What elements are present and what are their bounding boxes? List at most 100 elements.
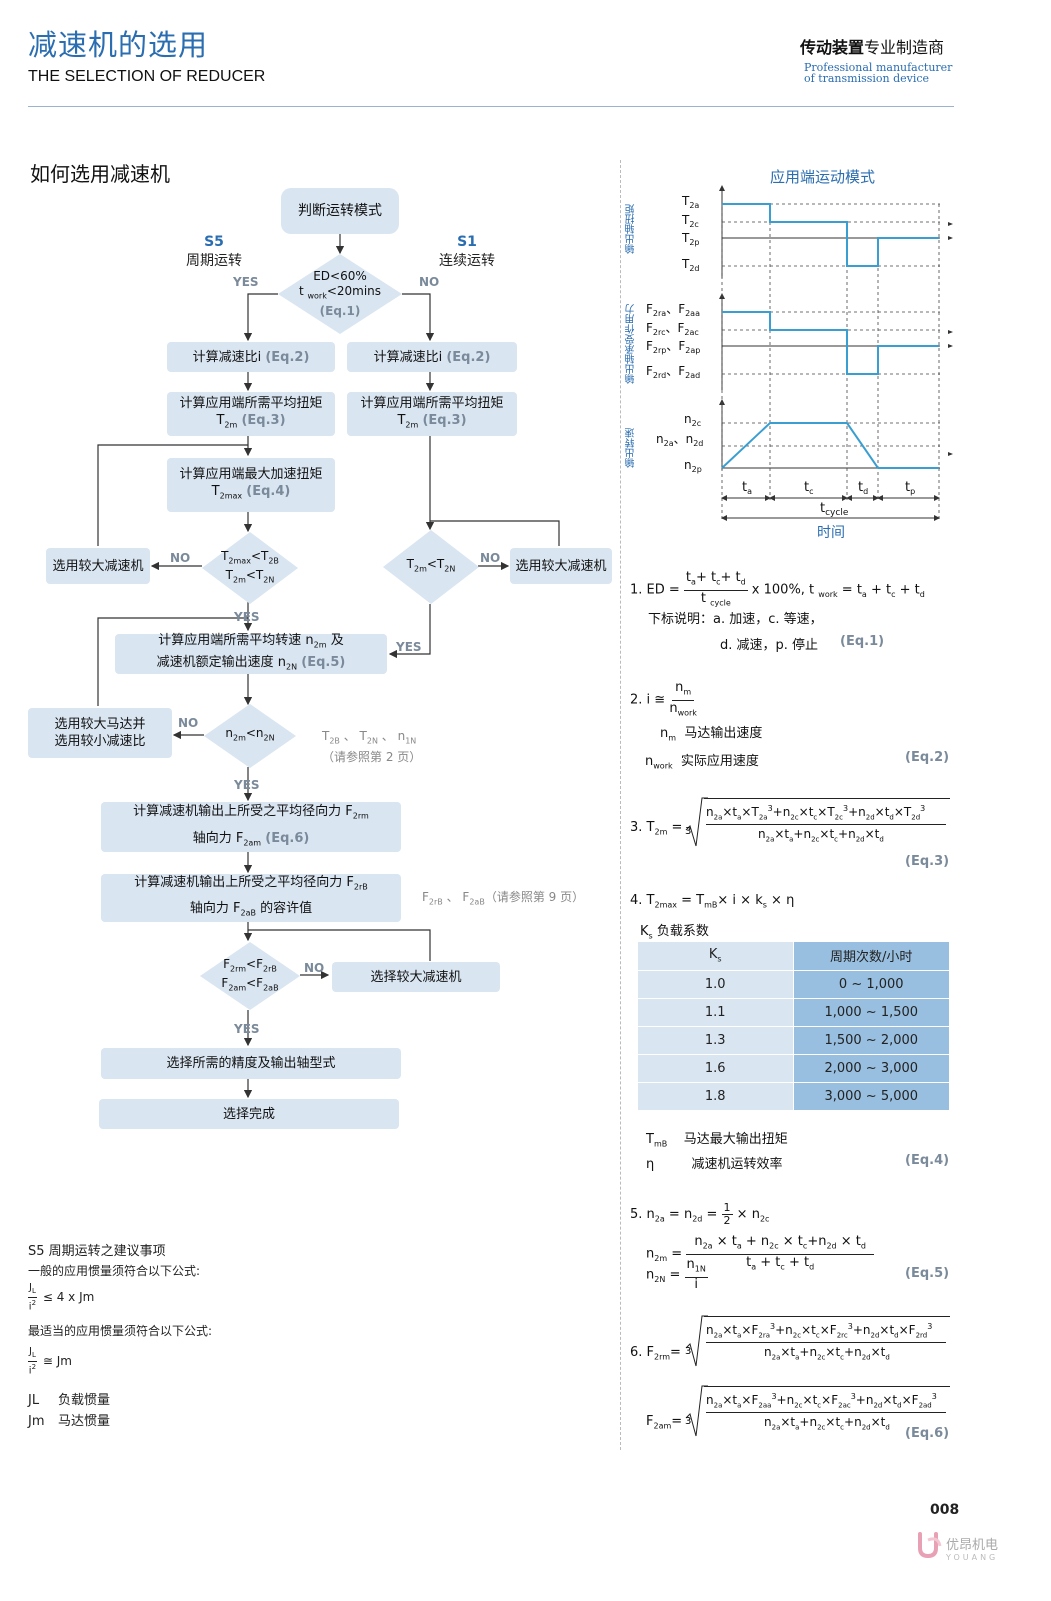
s1-code: S1: [457, 234, 477, 250]
ks-cell: 1.6: [638, 1054, 794, 1083]
no-label: NO: [419, 275, 440, 289]
select-precision: 选择所需的精度及输出轴型式: [101, 1048, 401, 1079]
d1-line2: t work<20mins: [298, 284, 382, 301]
formula-f2rm-label: 6. F2rm=: [630, 1345, 681, 1362]
svg-text:F2rc、F2ac: F2rc、F2ac: [646, 321, 699, 337]
subscript-desc1: 下标说明：a. 加速，c. 等速，: [648, 612, 823, 627]
s5-label: S5 周期运转: [182, 234, 246, 270]
s5-name: 周期运转: [186, 253, 242, 269]
eq3-ref: (Eq.3): [422, 412, 467, 428]
bigger-reducer-right: 选用较大减速机: [510, 548, 612, 584]
axis-force: 输出轴承受作用力: [626, 304, 637, 384]
calc-t2m-text: 计算应用端所需平均扭矩: [360, 395, 504, 411]
header-divider: [28, 106, 954, 107]
eq5-ref: (Eq.5): [301, 655, 346, 670]
selection-done: 选择完成: [99, 1099, 399, 1129]
svg-text:T2p: T2p: [681, 231, 700, 247]
ks-header: Ks: [638, 942, 794, 971]
ks-cell: 1.8: [638, 1082, 794, 1111]
ks-cell: 1.0: [638, 970, 794, 999]
brand-rest: 专业制造商: [864, 38, 945, 57]
note1-ref: （请参照第 2 页）: [322, 750, 422, 765]
calc-avg-speed: 计算应用端所需平均转速 n2m 及减速机额定输出速度 n2N (Eq.5): [115, 633, 387, 674]
page-subtitle: THE SELECTION OF REDUCER: [28, 68, 266, 85]
yes-label: YES: [234, 1022, 260, 1036]
calc-i-text: 计算减速比i: [192, 349, 262, 365]
s5-f2-text: ≅ Jm: [42, 1354, 72, 1369]
axis-torque: 输出轴扭矩: [626, 204, 637, 254]
no-label: NO: [304, 961, 325, 975]
formula-t2m-label: 3. T2m =: [630, 820, 683, 837]
tmb-def: TmB 马达最大输出扭矩: [646, 1132, 788, 1149]
flowchart-connectors: [97, 234, 560, 1099]
eq1-label: (Eq.1): [840, 634, 885, 649]
nwork-def: nwork 实际应用速度: [645, 754, 759, 771]
eta-def: η 减速机运转效率: [646, 1157, 783, 1172]
subscript-desc2: d. 减速，p. 停止: [720, 638, 819, 653]
yes-label: YES: [396, 640, 422, 654]
no-label: NO: [480, 551, 501, 565]
yes-label: YES: [234, 610, 260, 624]
brand-en-line1: Professional manufacturer: [804, 61, 953, 74]
s5-note-title: S5 周期运转之建议事项: [28, 1244, 166, 1259]
svg-text:td: td: [858, 480, 868, 496]
motion-chart: T2a T2c T2p T2d F2ra、F2aa F2rc、F2ac F2rp…: [646, 185, 953, 521]
s5-f1-text: ≤ 4 x Jm: [42, 1290, 95, 1305]
calc-ratio-s5: 计算减速比i (Eq.2): [167, 342, 335, 372]
svg-text:tcycle: tcycle: [820, 501, 849, 518]
svg-text:F2ra、F2aa: F2ra、F2aa: [646, 302, 700, 318]
svg-text:n2c: n2c: [684, 412, 701, 428]
note-page9: F2rB 、 F2aB（请参照第 9 页）: [422, 890, 585, 907]
ks-cell: 1.1: [638, 998, 794, 1027]
logo-text: 优昂机电: [946, 1538, 999, 1553]
s5-code: S5: [204, 234, 224, 250]
brand-tagline: 传动装置专业制造商: [800, 34, 944, 58]
nm-text: 马达输出速度: [684, 726, 763, 741]
eta-text: 减速机运转效率: [691, 1157, 783, 1172]
tmb-text: 马达最大输出扭矩: [683, 1132, 788, 1147]
jl-symbol: JL: [28, 1393, 40, 1408]
eq6-label: (Eq.6): [905, 1426, 950, 1441]
svg-text:3: 3: [685, 826, 691, 837]
cycles-cell: 1,000 ~ 1,500: [793, 998, 949, 1027]
brand-bold: 传动装置: [800, 38, 865, 57]
eq2-ref: (Eq.2): [265, 349, 310, 365]
eq3-label: (Eq.3): [905, 854, 950, 869]
motion-title: 应用端运动模式: [770, 168, 876, 186]
start-node: 判断运转模式: [281, 188, 399, 234]
eq6-ref: (Eq.6): [265, 830, 310, 846]
bigger-motor: 选用较大马达并选用较小减速比: [28, 708, 172, 758]
eq5-label: (Eq.5): [905, 1266, 950, 1281]
no-label: NO: [170, 551, 191, 565]
calc-t2m-text: 计算应用端所需平均扭矩: [179, 395, 323, 411]
bigger-reducer-left: 选用较大减速机: [46, 548, 150, 584]
logo-english: YOUANG: [946, 1553, 999, 1562]
axis-speed: 输出转速: [626, 428, 637, 468]
yes-label: YES: [233, 275, 259, 289]
brand-en-line2: of transmission device: [804, 72, 930, 85]
formula-f2am: 3 n2a×ta×F2aa3+n2c×tc×F2ac3+n2d×td×F2ad3…: [684, 1384, 950, 1440]
svg-text:T2d: T2d: [681, 257, 700, 273]
page-number: 008: [930, 1502, 960, 1518]
no-label: NO: [178, 716, 199, 730]
column-divider: [620, 160, 621, 1450]
s5-note-line1: 一般的应用惯量须符合以下公式:: [28, 1264, 201, 1278]
svg-text:3: 3: [685, 1416, 691, 1427]
calc-i-text: 计算减速比i: [373, 349, 443, 365]
section-title: 如何选用减速机: [30, 162, 170, 186]
formula-t2max: 4. T2max = TmB× i × ks × η: [630, 893, 795, 910]
